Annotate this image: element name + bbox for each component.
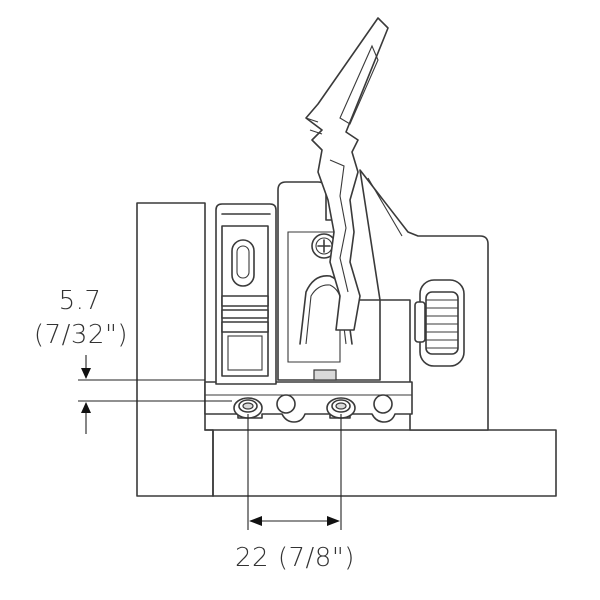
central-body: [277, 181, 381, 381]
dim-vertical-arrow-top: [81, 368, 91, 379]
dim-horizontal-label: 22 (7/8"): [235, 543, 355, 573]
phillips-screw: [311, 233, 337, 259]
dim-vertical-imperial-label: (7/32"): [33, 320, 129, 350]
front-clip-bar-1: [221, 295, 269, 307]
front-clip-lower: [227, 335, 263, 371]
front-clip-bar-3: [221, 321, 269, 333]
dim-horizontal-arrow-right: [327, 516, 340, 526]
arm-ridge-1: [305, 117, 319, 123]
hinge-arm-inner-slot: [339, 44, 379, 125]
dim-vertical-arrow-bottom: [81, 402, 91, 413]
mounting-screw-left: [233, 397, 263, 419]
roller-1: [276, 394, 296, 414]
roller-2: [373, 394, 393, 414]
adjustment-wheel: [414, 279, 465, 367]
front-clip-bar-2: [221, 309, 269, 319]
side-panel: [136, 202, 214, 497]
dim-vertical-metric-label: 5.7: [58, 286, 102, 316]
dim-horizontal-arrow-left: [249, 516, 262, 526]
central-body-inner: [287, 231, 341, 363]
spring-bottom-clip: [313, 369, 337, 381]
hinge-arm: [305, 17, 389, 331]
front-clip-slot: [231, 239, 255, 287]
hinge-arm-inner-line: [329, 159, 349, 293]
arm-ridge-2: [309, 129, 323, 135]
front-clip-slot-inner: [236, 245, 250, 279]
mounting-screw-right: [326, 397, 356, 419]
bottom-board: [204, 429, 557, 497]
rear-housing-inner: [367, 177, 403, 237]
front-clip-housing: [215, 203, 277, 385]
